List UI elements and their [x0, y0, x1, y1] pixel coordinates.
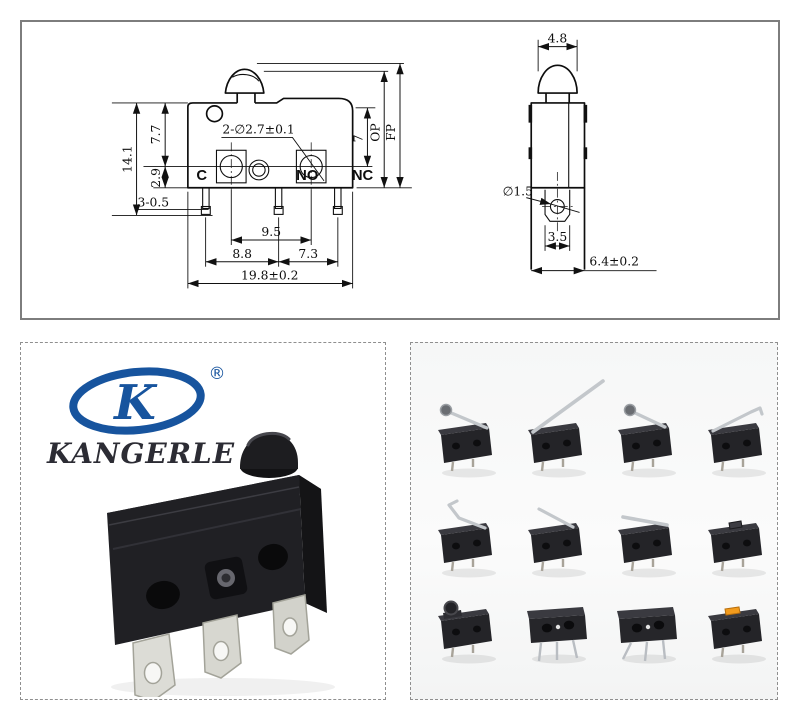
terminal-label-c: C: [196, 168, 207, 184]
variant-bent-tip-lever-switch: [425, 495, 513, 587]
terminal-label-nc: NC: [352, 168, 374, 184]
dim-center-to-bottom: 2.9: [149, 168, 163, 188]
roller-lever-switch-icon: [438, 403, 496, 478]
variant-hinge-lever-switch: [515, 495, 603, 587]
brand-logo: K ®: [45, 357, 265, 507]
registered-mark-icon: ®: [209, 364, 226, 384]
brand-name: KANGERLE: [47, 437, 236, 470]
bent-tip-lever-switch-icon: [438, 499, 496, 578]
variant-simulated-roller-lever-switch: [695, 395, 783, 487]
logo-monogram: K: [112, 375, 158, 431]
variant-long-straight-lever-switch: [515, 379, 605, 487]
dim-hole-spacing: 9.5: [261, 225, 281, 239]
variant-roller-plunger-switch: [425, 581, 513, 673]
dim-button-width: 4.8: [548, 32, 568, 46]
dim-plunger-width: 3.5: [548, 230, 568, 244]
kangerle-logo-icon: K ®: [69, 364, 226, 435]
dim-right-height: 7: [352, 135, 366, 143]
dim-pin-right: 7.3: [298, 247, 318, 261]
variant-gallery-panel: [410, 342, 778, 700]
dim-width-total: 19.8±0.2: [241, 269, 298, 283]
dim-body-width: 6.4±0.2: [589, 255, 639, 269]
op-label: OP: [368, 123, 382, 141]
pin-plunger-switch-icon: [708, 520, 766, 578]
terminal-label-no: NO: [296, 168, 318, 184]
side-hole-callout: ∅1.5: [503, 185, 533, 199]
variant-pin-plunger-switch: [695, 495, 783, 587]
hole-callout: 2-∅2.7±0.1: [222, 122, 294, 136]
roller-plunger-switch-icon: [438, 600, 496, 664]
product-terminals: [132, 594, 310, 697]
product-photo-micro-switch: [107, 431, 335, 697]
dim-pin-callout: 3-0.5: [138, 196, 170, 210]
splayed-pin-switch-icon: [617, 607, 677, 664]
variant-gallery: [425, 379, 783, 681]
fp-label: FP: [384, 124, 398, 141]
dimension-drawing: C NO NC 2-∅2.7±0.1 14.1 7.7 2.9 3-0.5: [111, 32, 657, 289]
terminal-pins: [200, 187, 343, 215]
dim-top-to-center: 7.7: [149, 125, 163, 145]
long-straight-lever-switch-icon: [528, 379, 605, 478]
short-roller-lever-switch-icon: [618, 403, 676, 478]
variant-short-roller-lever-switch: [605, 395, 693, 487]
variant-pcb-pin-switch: [515, 581, 603, 673]
brand-product-panel: K ® KANGERLE: [20, 342, 386, 700]
side-view: 4.8: [503, 32, 657, 275]
variant-roller-lever-switch: [425, 395, 513, 487]
flat-lever-switch-icon: [618, 515, 676, 578]
technical-drawing-panel: C NO NC 2-∅2.7±0.1 14.1 7.7 2.9 3-0.5: [20, 20, 780, 320]
simulated-roller-lever-switch-icon: [708, 406, 766, 478]
body-notches: [528, 104, 588, 160]
variant-orange-button-switch: [695, 581, 783, 673]
dim-pin-left: 8.8: [232, 247, 252, 261]
hinge-lever-switch-icon: [528, 507, 586, 578]
pcb-pin-switch-icon: [527, 607, 587, 664]
dim-height-total: 14.1: [121, 145, 135, 172]
variant-flat-lever-switch: [605, 495, 693, 587]
front-view: C NO NC 2-∅2.7±0.1 14.1 7.7 2.9 3-0.5: [111, 62, 412, 289]
orange-button-switch-icon: [708, 606, 766, 664]
variant-splayed-pin-switch: [605, 581, 693, 673]
